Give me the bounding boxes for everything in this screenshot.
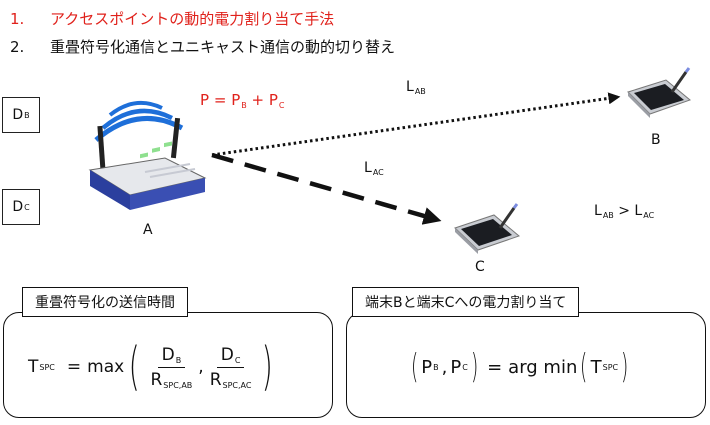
power-pb-sub: B <box>241 101 247 110</box>
fraction-db: DB RSPC,AB <box>146 345 196 390</box>
power-allocation-panel-title: 端末Bと端末Cへの電力割り当て <box>352 287 580 317</box>
label-dc-sub: C <box>24 202 30 212</box>
fraction-dc: DC RSPC,AC <box>206 345 256 390</box>
frac1-den: R <box>150 369 163 390</box>
label-lab-main: L <box>406 79 414 95</box>
label-lac-sub: AC <box>372 168 384 177</box>
power-p: P <box>200 91 210 109</box>
formula-comma: , <box>198 357 204 377</box>
label-compare: LAB > LAC <box>594 203 654 220</box>
tablet-b-icon <box>627 67 691 118</box>
formula-t: T <box>28 357 39 377</box>
label-lac: LAC <box>364 160 384 177</box>
label-lab: LAB <box>406 79 426 96</box>
power-pc-sub: C <box>278 101 285 110</box>
alloc-close-paren-2: ) <box>621 347 629 387</box>
compare-left: L <box>594 203 602 219</box>
alloc-pc: P <box>450 356 462 378</box>
power-pb: P <box>231 91 241 109</box>
link-ac-arrow <box>211 152 442 225</box>
power-pc: P <box>268 91 278 109</box>
compare-op: > <box>618 203 630 219</box>
router-icon <box>88 100 207 210</box>
node-b-label: B <box>651 132 661 148</box>
compare-right-sub: AC <box>643 211 655 220</box>
label-dc-main: D <box>12 199 24 215</box>
list-item-1-number: 1. <box>10 10 25 28</box>
frac1-num-sub: B <box>175 355 182 365</box>
formula-t-sub: SPC <box>39 362 55 372</box>
alloc-open-paren: ( <box>410 347 419 387</box>
alloc-pb-sub: B <box>433 362 439 372</box>
label-db-sub: B <box>24 110 30 120</box>
link-ab-arrow <box>211 92 621 157</box>
alloc-comma: , <box>441 356 448 378</box>
alloc-open-paren-2: ( <box>580 347 588 387</box>
tablet-c-icon <box>454 203 520 254</box>
formula-open-paren: ( <box>128 337 140 397</box>
frac1-den-sub: SPC,AB <box>163 380 193 390</box>
frac2-den: R <box>209 369 222 390</box>
power-eq-sign: = <box>213 91 227 109</box>
alloc-t: T <box>590 356 602 378</box>
alloc-pc-sub: C <box>462 362 468 372</box>
formula-close-paren: ) <box>262 337 274 397</box>
formula-max: max <box>87 357 125 377</box>
frac2-den-sub: SPC,AC <box>222 380 252 390</box>
node-c-label: C <box>475 259 485 275</box>
list-item-1-text: アクセスポイントの動的電力割り当て手法 <box>50 10 335 28</box>
compare-right: L <box>634 203 643 219</box>
list-item-2-text: 重畳符号化通信とユニキャスト通信の動的切り替え <box>50 38 396 56</box>
alloc-t-sub: SPC <box>602 362 619 372</box>
frac1-num: D <box>161 344 175 365</box>
list-item-2: 2. 重畳符号化通信とユニキャスト通信の動的切り替え <box>10 36 395 57</box>
alloc-close-paren: ) <box>470 347 479 387</box>
alloc-argmin: arg min <box>508 356 578 378</box>
label-lab-sub: AB <box>414 87 426 96</box>
power-equation: P = PB + PC <box>200 91 285 110</box>
node-a-label: A <box>143 222 153 238</box>
list-item-2-number: 2. <box>10 38 25 56</box>
compare-left-sub: AB <box>602 211 614 220</box>
frac2-num: D <box>220 344 234 365</box>
power-plus: + <box>251 91 265 109</box>
label-db-main: D <box>12 107 24 123</box>
power-allocation-panel <box>346 312 706 418</box>
frac2-num-sub: C <box>234 355 241 365</box>
formula-eq: = <box>66 357 82 377</box>
alloc-eq: = <box>487 356 503 378</box>
list-item-1: 1. アクセスポイントの動的電力割り当て手法 <box>10 8 334 29</box>
spc-time-panel-title: 重畳符号化の送信時間 <box>22 287 188 317</box>
alloc-pb: P <box>421 356 433 378</box>
label-lac-main: L <box>364 160 372 176</box>
spc-time-panel <box>3 312 333 418</box>
